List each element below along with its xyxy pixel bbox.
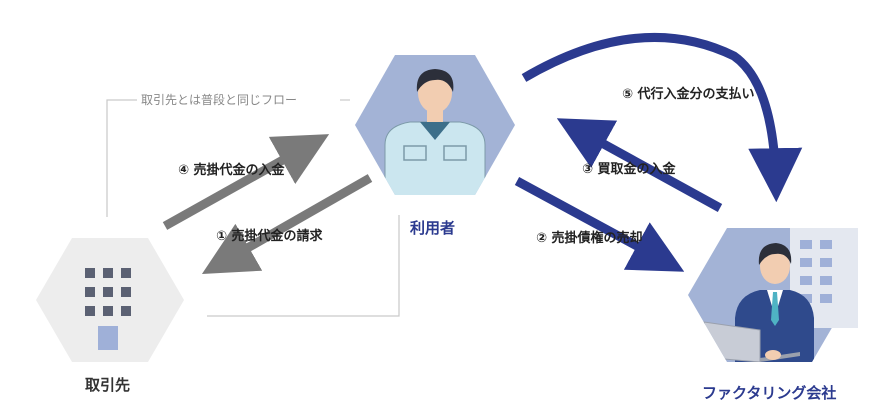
- client-hexagon: [36, 238, 184, 362]
- worker-person-icon: [384, 69, 486, 195]
- client-label: 取引先: [85, 376, 131, 394]
- building-icon: [85, 268, 131, 350]
- arrow-step1-invoice: [201, 174, 373, 275]
- factoring-label: ファクタリング会社: [702, 384, 837, 402]
- step1-label: ① 売掛代金の請求: [216, 229, 323, 244]
- arrow-step2-sale: [514, 177, 685, 272]
- door-icon: [98, 326, 118, 350]
- step2-label: ② 売掛債権の売却: [536, 231, 643, 246]
- businessman-icon: [703, 243, 814, 362]
- usual-flow-line-top: [106, 99, 140, 217]
- user-label: 利用者: [410, 219, 456, 237]
- step3-label: ③ 買取金の入金: [582, 162, 676, 177]
- arrow-step4-payment: [162, 134, 330, 230]
- usual-flow-note: 取引先とは普段と同じフロー: [137, 91, 302, 108]
- factoring-node: [688, 228, 858, 362]
- arrow-step5-payout: [521, 33, 803, 203]
- step5-label: ⑤ 代行入金分の支払い: [622, 87, 755, 102]
- step4-label: ④ 売掛代金の入金: [178, 163, 285, 178]
- user-node: [355, 55, 515, 195]
- client-node: [36, 238, 184, 362]
- arrow-step3-deposit: [556, 118, 723, 212]
- usual-flow-line-bottom: [207, 215, 400, 317]
